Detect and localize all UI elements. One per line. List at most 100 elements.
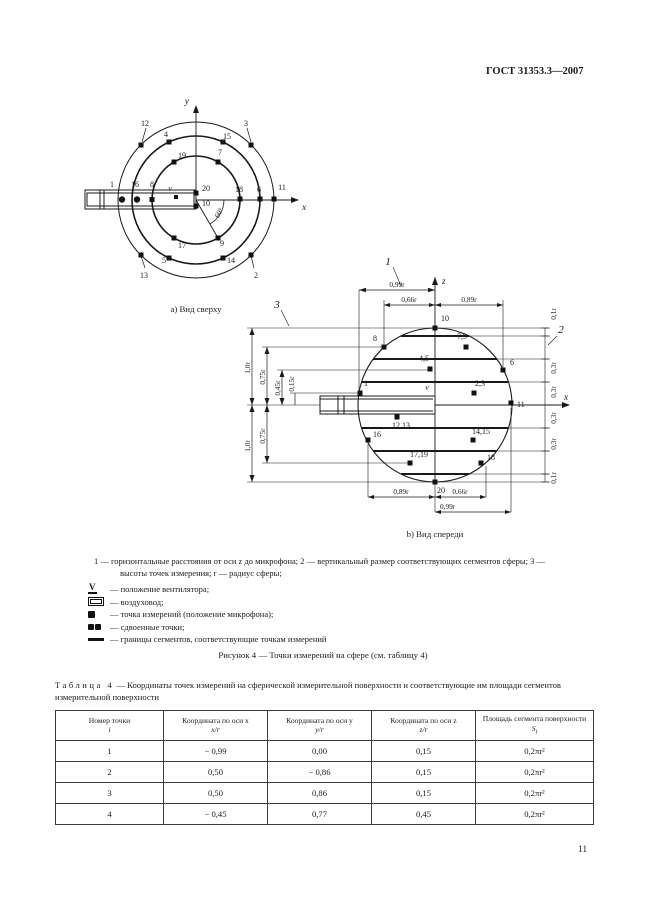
table-cell: 1 [55, 739, 164, 762]
fb-point-label-16: 16 [373, 430, 381, 439]
fb-measurement-points [357, 325, 514, 485]
table-cell: 0,15 [371, 739, 476, 762]
table-cell: 0,45 [371, 802, 476, 825]
col-header-coord-z: Координата по оси z z/r [371, 710, 476, 741]
fa-point-label-15: 15 [223, 132, 231, 141]
fb-point-label-4-5: 4,5 [419, 354, 429, 363]
table-cell: 0,2πr² [475, 781, 594, 804]
fa-point-label-16: 16 [131, 180, 139, 189]
fig-a-leader-lines [140, 127, 255, 269]
table-row: 3 0,50 0,86 0,15 0,2πr² [55, 781, 594, 804]
doc-number: ГОСТ 31353.3—2007 [486, 66, 584, 77]
fb-dim-left-015r: 0,15r [287, 376, 296, 392]
fb-dimension-lines [251, 289, 511, 513]
fb-dim-left-bottom-075r: 0,75r [258, 428, 267, 444]
fb-point-label-7-9: 7,9 [457, 332, 467, 341]
table-cell: − 0,86 [267, 760, 372, 783]
table-cell: 0,50 [163, 781, 268, 804]
fa-point-label-3: 3 [244, 119, 248, 128]
fig-a-axis-arrows [193, 105, 299, 203]
fa-point-label-9: 9 [220, 239, 224, 248]
fb-callout-3: 3 [273, 299, 280, 311]
table-cell: 0,2πr² [475, 739, 594, 762]
fa-point-label-13: 13 [140, 271, 148, 280]
fa-angle-label: 60° [212, 206, 225, 219]
legend-item-text: — положение вентилятора; [110, 583, 210, 594]
page-number: 11 [578, 845, 588, 855]
fb-dim-left-075r: 0,75r [258, 369, 267, 385]
fig-a-axes [195, 106, 298, 239]
fb-point-label-18: 18 [487, 453, 495, 462]
table-cell: 0,2πr² [475, 760, 594, 783]
fa-point-label-10: 10 [202, 199, 210, 208]
duct-symbol [88, 597, 108, 606]
legend-item-measurement-point: — точка измерений (положение микрофона); [88, 609, 588, 619]
fa-point-label-5: 5 [162, 256, 166, 265]
legend-item-fan: V — положение вентилятора; [88, 583, 588, 594]
fa-axis-x-label: x [301, 203, 307, 213]
fb-duct [319, 395, 436, 415]
figure-4b-front-view: z x 1 2 3 0,99r 0,66r 0,89r 0,89r 0,66r … [243, 256, 570, 539]
fb-callout-2: 2 [558, 324, 564, 336]
segment-boundary-icon [88, 637, 108, 641]
fb-dim-top-089: 0,89r [461, 295, 477, 304]
fig-a-measurement-points [118, 139, 277, 261]
table-cell: 0,15 [371, 781, 476, 804]
fa-point-label-1: 1 [110, 180, 114, 189]
fb-axis-x-label: x [563, 393, 569, 403]
measurement-point-icon [88, 610, 108, 618]
fb-point-label-6: 6 [510, 358, 514, 367]
fa-point-label-17: 17 [178, 241, 186, 250]
fb-caption: b) Вид спереди [407, 529, 464, 539]
fb-point-label-10: 10 [441, 314, 449, 323]
table-row: 1 − 0,99 0,00 0,15 0,2πr² [55, 739, 594, 762]
fb-point-label-17-19: 17,19 [410, 450, 428, 459]
fb-axis-arrows [432, 277, 570, 408]
fa-point-label-19: 19 [178, 151, 186, 160]
fa-point-label-18: 18 [235, 185, 243, 194]
fig-a-duct [84, 189, 197, 210]
fb-axis-z-label: z [441, 277, 446, 287]
fb-point-label-14-15: 14,15 [472, 427, 490, 436]
fa-point-label-14: 14 [227, 256, 235, 265]
fa-point-label-4: 4 [164, 130, 168, 139]
table-cell: 0,86 [267, 781, 372, 804]
fa-axis-y-label: y [184, 97, 190, 107]
fb-point-label-2-3: 2,3 [475, 379, 485, 388]
fb-dimension-arrows [249, 287, 511, 514]
fa-point-label-12: 12 [141, 119, 149, 128]
fan-symbol: V [88, 582, 97, 594]
fb-point-label-8: 8 [373, 334, 377, 343]
fa-point-label-7: 7 [218, 148, 222, 157]
fa-fan-label: v [168, 184, 172, 193]
table-cell: 0,77 [267, 802, 372, 825]
fb-dim-left-045r: 0,45r [273, 380, 282, 396]
table-row: 4 − 0,45 0,77 0,45 0,2πr² [55, 802, 594, 825]
table-title: Таблица 4 — Координаты точек измерений н… [55, 680, 595, 703]
table-cell: − 0,45 [163, 802, 268, 825]
table-cell: 4 [55, 802, 164, 825]
fb-point-label-12-13: 12,13 [392, 421, 410, 430]
fa-point-label-2: 2 [254, 271, 258, 280]
table-cell: − 0,99 [163, 739, 268, 762]
table-4: Номер точки i Координата по оси x x/r Ко… [55, 710, 594, 825]
legend-item-text: — точка измерений (положение микрофона); [110, 609, 274, 619]
fb-dim-right-0: 0,1r [549, 308, 558, 320]
table-cell: 0,00 [267, 739, 372, 762]
fb-callout-1: 1 [385, 256, 391, 268]
fb-dim-right-5: 0,1r [549, 472, 558, 484]
fb-dim-bottom-099: 0,99r [440, 502, 456, 511]
fa-point-label-20: 20 [202, 184, 210, 193]
col-header-segment-area: Площадь сегмента поверхности Si [475, 710, 594, 741]
fb-dim-right-2: 0,3r [549, 386, 558, 398]
legend-item-duct: — воздуховод; [88, 597, 588, 607]
fb-point-label-11: 11 [517, 400, 525, 409]
legend-item-segment-boundary: — границы сегментов, соответствующие точ… [88, 634, 588, 644]
legend-item-text: — сдвоенные точки; [110, 621, 185, 632]
fb-dim-right-3: 0,3r [549, 412, 558, 424]
fa-point-label-8: 8 [150, 180, 154, 189]
table-row: 2 0,50 − 0,86 0,15 0,2πr² [55, 760, 594, 783]
table-cell: 0,2πr² [475, 802, 594, 825]
fb-point-label-1: 1 [364, 379, 368, 388]
